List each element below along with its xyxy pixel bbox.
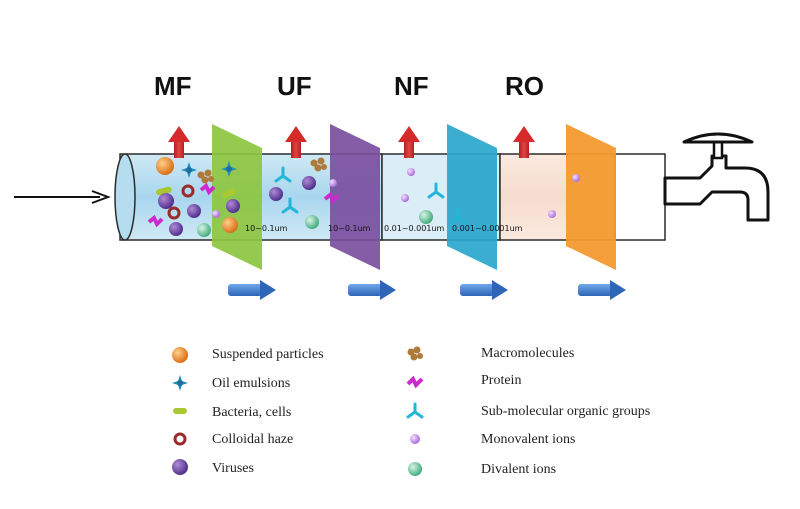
legend-item-divalent-ions: Divalent ions xyxy=(481,462,557,477)
purple-sphere-icon xyxy=(172,459,188,475)
faucet-icon xyxy=(663,132,770,222)
legend-item-oil-emulsions: Oil emulsions xyxy=(212,376,291,391)
inlet-arrow xyxy=(14,190,111,204)
membrane-mf xyxy=(212,124,262,270)
macromolecule-icon xyxy=(407,346,423,361)
legend-item-sub-molecular-organic-groups: Sub-molecular organic groups xyxy=(481,404,651,419)
flow-arrow-uf xyxy=(348,280,396,300)
legend-item-suspended-particles: Suspended particles xyxy=(212,347,324,362)
particles-nf xyxy=(401,168,467,224)
legend-item-macromolecules: Macromolecules xyxy=(481,346,575,361)
teal-star-icon xyxy=(172,375,188,391)
particles-ro xyxy=(548,174,580,218)
green-sphere-icon xyxy=(408,462,422,476)
reject-arrow-mf xyxy=(168,126,190,158)
particles-uf xyxy=(269,157,340,229)
range-label-ro: 0.001~0.0001um xyxy=(452,224,523,233)
membrane-nf xyxy=(447,124,497,270)
membrane-uf xyxy=(330,124,380,270)
stage-label-nf: NF xyxy=(394,71,429,101)
red-ring-icon xyxy=(173,432,187,446)
legend-item-protein: Protein xyxy=(481,373,522,388)
legend-item-colloidal-haze: Colloidal haze xyxy=(212,432,294,447)
range-label-nf: 0.01~0.001um xyxy=(384,224,445,233)
legend-item-monovalent-ions: Monovalent ions xyxy=(481,432,576,447)
flow-arrow-ro xyxy=(578,280,626,300)
cyan-trident-icon xyxy=(406,402,424,419)
range-label-uf: 10~0.1um xyxy=(328,224,371,233)
range-label-mf: 10~0.1um xyxy=(245,224,288,233)
legend-item-viruses: Viruses xyxy=(212,461,254,476)
orange-sphere-icon xyxy=(172,347,188,363)
reject-arrow-uf xyxy=(285,126,307,158)
flow-arrow-mf xyxy=(228,280,276,300)
membrane-ro xyxy=(566,124,616,270)
magenta-protein-icon xyxy=(406,375,424,389)
green-capsule-icon xyxy=(173,408,187,414)
flow-arrow-nf xyxy=(460,280,508,300)
particles-mf xyxy=(147,157,240,237)
stage-label-uf: UF xyxy=(277,71,312,101)
reject-arrow-ro xyxy=(513,126,535,158)
filtration-diagram xyxy=(14,124,770,300)
stage-label-ro: RO xyxy=(505,71,544,101)
stage-label-mf: MF xyxy=(154,71,192,101)
reject-arrow-nf xyxy=(398,126,420,158)
small-violet-sphere-icon xyxy=(410,434,420,444)
legend-item-bacteria-cells: Bacteria, cells xyxy=(212,405,292,420)
